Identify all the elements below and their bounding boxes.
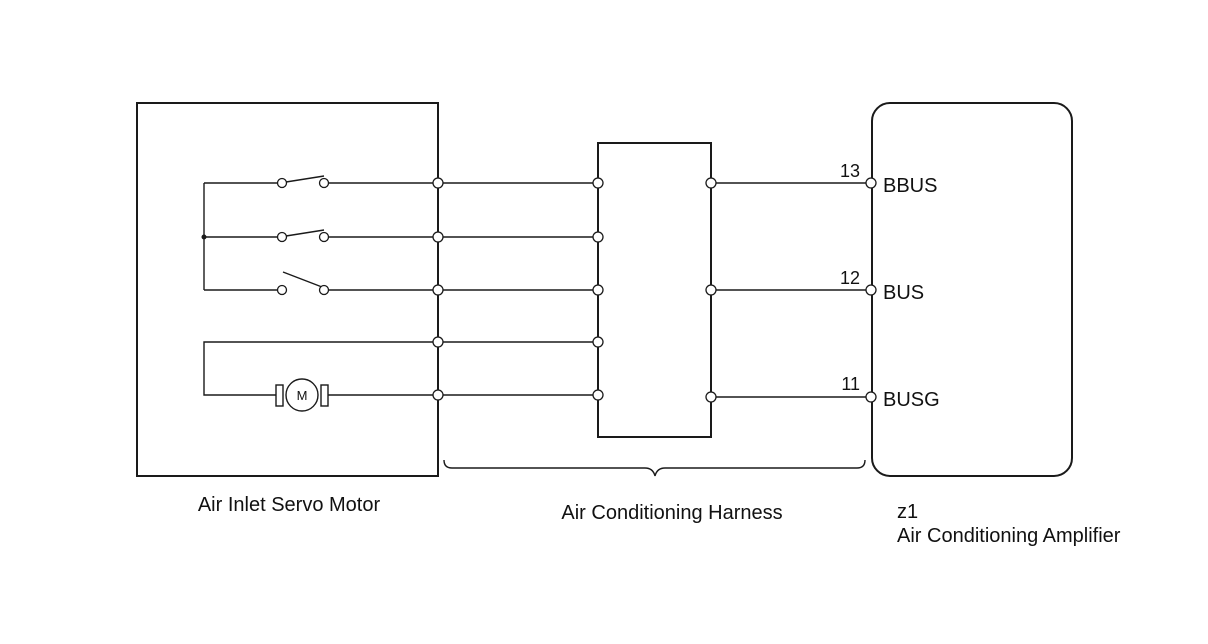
harness-to-amplifier-wires <box>716 182 866 398</box>
servo-to-harness-wires <box>443 182 593 396</box>
switch-3-contact-b <box>318 284 330 296</box>
servo-terminal <box>432 336 444 348</box>
amplifier-terminals <box>865 177 877 403</box>
switch-3-blade <box>282 271 323 288</box>
pin-number: 12 <box>840 268 860 288</box>
pin-name: BUSG <box>883 389 940 411</box>
switch-2-blade <box>285 229 325 237</box>
servo-terminal <box>432 231 444 243</box>
harness-box <box>597 142 712 438</box>
servo-terminal <box>432 389 444 401</box>
harness-terminal <box>705 284 717 296</box>
harness-label: Air Conditioning Harness <box>561 502 782 524</box>
harness-terminals <box>592 177 717 403</box>
switch-1-contact-a <box>276 177 288 189</box>
harness-terminal <box>592 177 604 189</box>
servo-terminal <box>432 284 444 296</box>
harness-terminal <box>705 391 717 403</box>
servo-motor-label: Air Inlet Servo Motor <box>198 494 381 516</box>
pin-number: 13 <box>840 161 860 181</box>
switch-2-contact-b <box>318 231 330 243</box>
motor-circuit: M <box>203 341 433 412</box>
motor-symbol: M <box>297 388 308 403</box>
harness-brace <box>443 459 866 477</box>
motor-brush-left <box>275 384 284 407</box>
harness-terminal <box>592 336 604 348</box>
amplifier-terminal <box>865 284 877 296</box>
harness-terminal <box>592 284 604 296</box>
pin-number: 11 <box>841 374 860 394</box>
amplifier-terminal <box>865 391 877 403</box>
switch-2-contact-a <box>276 231 288 243</box>
servo-terminal <box>432 177 444 189</box>
amplifier-connector-label: z1 <box>897 501 918 523</box>
switch-3-contact-a <box>276 284 288 296</box>
switch-1-contact-b <box>318 177 330 189</box>
servo-switch-network <box>201 175 433 296</box>
harness-terminal <box>592 231 604 243</box>
motor-icon <box>285 378 319 412</box>
harness-terminal <box>705 177 717 189</box>
pin-name: BUS <box>883 282 924 304</box>
motor-brush-right <box>320 384 329 407</box>
switch-1-blade <box>285 175 325 183</box>
amplifier-label: Air Conditioning Amplifier <box>897 525 1121 547</box>
harness-terminal <box>592 389 604 401</box>
pin-name: BBUS <box>883 175 937 197</box>
amplifier-terminal <box>865 177 877 189</box>
